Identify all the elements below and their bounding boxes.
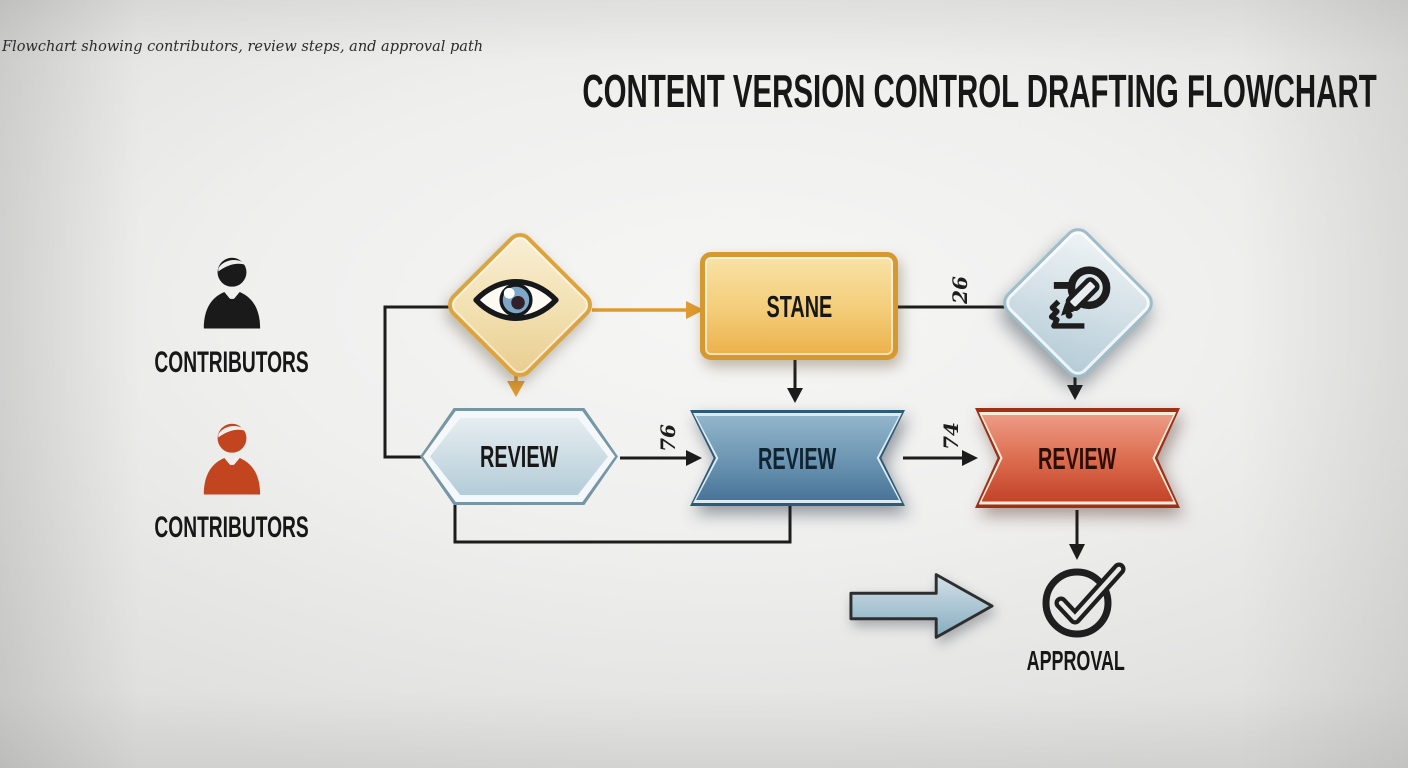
approval-label: APPROVAL — [1026, 645, 1126, 676]
edge-label-74: 74 — [939, 422, 963, 450]
review-hexagon: REVIEW — [420, 408, 618, 505]
pencil-edit-icon — [1032, 258, 1120, 342]
review-hexagon-inner-border: REVIEW — [423, 411, 615, 502]
person-icon — [194, 252, 270, 332]
stane-node: STANE — [700, 252, 898, 360]
page-title: CONTENT VERSION CONTROL DRAFTING FLOWCHA… — [582, 65, 1377, 117]
review-banner-blue: REVIEW — [690, 410, 905, 506]
review-hexagon-fill: REVIEW — [430, 418, 608, 495]
review-banner-blue-fill: REVIEW — [696, 416, 899, 500]
check-circle-icon — [1037, 557, 1133, 641]
review-banner-red-fill: REVIEW — [981, 414, 1174, 502]
review-banner-red: REVIEW — [975, 408, 1180, 508]
person-icon — [194, 418, 270, 498]
edge-label-76: 76 — [656, 424, 680, 452]
approval-arrow-icon — [848, 570, 995, 642]
edge-label-26: 26 — [948, 276, 972, 304]
caption-text: Flowchart showing contributors, review s… — [2, 39, 484, 55]
contributors-label-2: CONTRIBUTORS — [154, 511, 310, 544]
contributors-label-1: CONTRIBUTORS — [154, 346, 310, 379]
eye-icon — [470, 268, 562, 332]
